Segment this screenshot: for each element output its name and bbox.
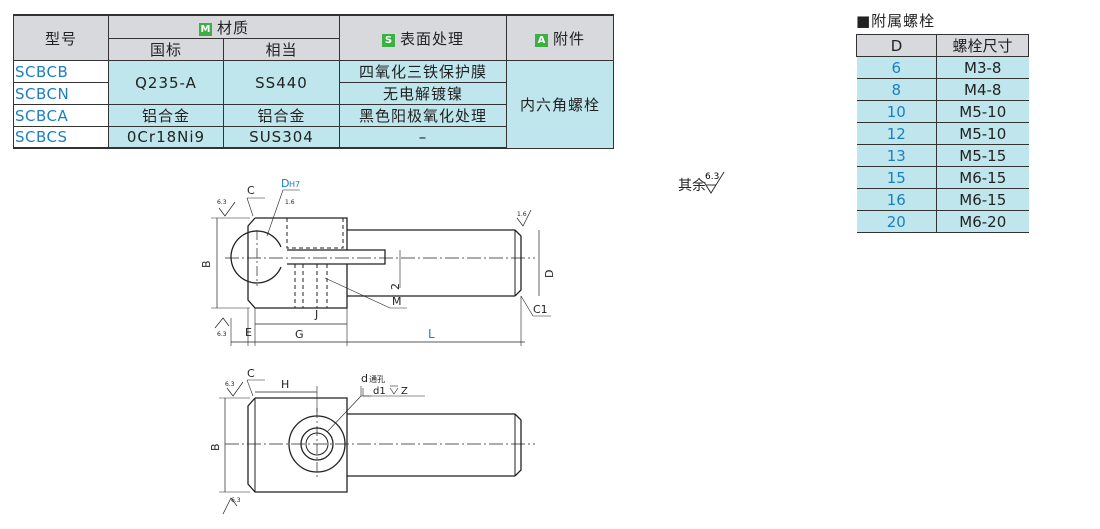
- model-cell[interactable]: SCBCB: [13, 60, 109, 83]
- label-m: M: [392, 295, 402, 308]
- bolt-size: M5-10: [936, 100, 1029, 123]
- ra-bore: 1.6: [285, 199, 295, 206]
- dim-d1g6: D: [543, 270, 556, 278]
- surface-badge: S: [382, 33, 395, 47]
- accessory-badge: A: [535, 33, 548, 47]
- bolt-header-size: 螺栓尺寸: [936, 34, 1029, 57]
- bolt-size: M6-15: [936, 166, 1029, 189]
- ra-shaft: 1.6: [517, 211, 527, 218]
- material-badge: M: [199, 22, 212, 36]
- ra-top-left: 6.3: [217, 199, 227, 206]
- bolt-size: M6-15: [936, 188, 1029, 211]
- remaining-text: 其余: [678, 178, 706, 194]
- roughness-value: 6.3: [705, 172, 719, 182]
- label-d: d: [361, 372, 368, 385]
- material-std-cell: 铝合金: [108, 104, 224, 127]
- bolt-d: 6: [856, 56, 937, 79]
- surface-cell: 无电解镀镍: [339, 82, 508, 105]
- bolt-d: 13: [856, 144, 937, 167]
- bolt-d: 16: [856, 188, 937, 211]
- dim-e: E: [245, 326, 252, 339]
- bolt-table-title: ■附属螺栓: [856, 12, 936, 30]
- dim-b: B: [200, 260, 213, 268]
- model-cell[interactable]: SCBCN: [13, 82, 109, 105]
- dim-g: G: [295, 328, 304, 341]
- dim-l: L: [428, 327, 435, 341]
- label-c: C: [247, 184, 255, 197]
- bolt-size: M6-20: [936, 210, 1029, 233]
- header-model: 型号: [13, 14, 109, 61]
- dim-h: H: [281, 378, 289, 391]
- model-cell[interactable]: SCBCS: [13, 126, 109, 149]
- ra-top-left: 6.3: [225, 381, 235, 388]
- label-c: C: [247, 367, 255, 380]
- bolt-d: 20: [856, 210, 937, 233]
- remaining-roughness-note: 其余: [678, 175, 706, 195]
- surface-cell: 黑色阳极氧化处理: [339, 104, 508, 127]
- bolt-d: 15: [856, 166, 937, 189]
- bolt-header-d: D: [856, 34, 937, 57]
- material-equiv-cell: SUS304: [222, 126, 341, 149]
- label-dh7: D: [281, 177, 289, 190]
- label-c1: C1: [533, 303, 548, 316]
- bolt-d: 12: [856, 122, 937, 145]
- dim-2: 2: [389, 283, 402, 290]
- surface-cell: 四氧化三铁保护膜: [339, 60, 508, 83]
- label-d-sub: 通孔: [369, 374, 385, 384]
- ra-bottom-left: 6.3: [217, 331, 227, 338]
- header-material-equiv: 相当: [222, 38, 341, 61]
- bolt-size: M4-8: [936, 78, 1029, 101]
- bolt-d: 10: [856, 100, 937, 123]
- material-std-cell: 0Cr18Ni9: [108, 126, 224, 149]
- bolt-size: M5-15: [936, 144, 1029, 167]
- bolt-size: M5-10: [936, 122, 1029, 145]
- surface-cell: –: [339, 126, 508, 149]
- label-z: Z: [401, 386, 408, 397]
- material-equiv-cell: SS440: [222, 60, 341, 105]
- header-material-std: 国标: [108, 38, 224, 61]
- material-std-cell: Q235-A: [108, 60, 224, 105]
- label-d1: d1: [373, 386, 386, 397]
- label-dh7-sub: H7: [289, 180, 300, 189]
- bolt-d: 8: [856, 78, 937, 101]
- roughness-symbol: 6.3: [703, 171, 725, 194]
- dim-j: J: [314, 308, 318, 321]
- top-view-drawing: B D E G L J 2 M C1 C D H7 6.3 6.3 1.6 1.…: [200, 177, 556, 346]
- accessory-cell: 内六角螺栓: [506, 60, 615, 149]
- ra-bottom-left: 6.3: [231, 497, 241, 504]
- model-cell[interactable]: SCBCA: [13, 104, 109, 127]
- bolt-size: M3-8: [936, 56, 1029, 79]
- material-equiv-cell: 铝合金: [222, 104, 341, 127]
- side-view-drawing: B H C d 通孔 d1 Z 6.3 6.3: [209, 367, 535, 515]
- dim-b: B: [209, 443, 222, 451]
